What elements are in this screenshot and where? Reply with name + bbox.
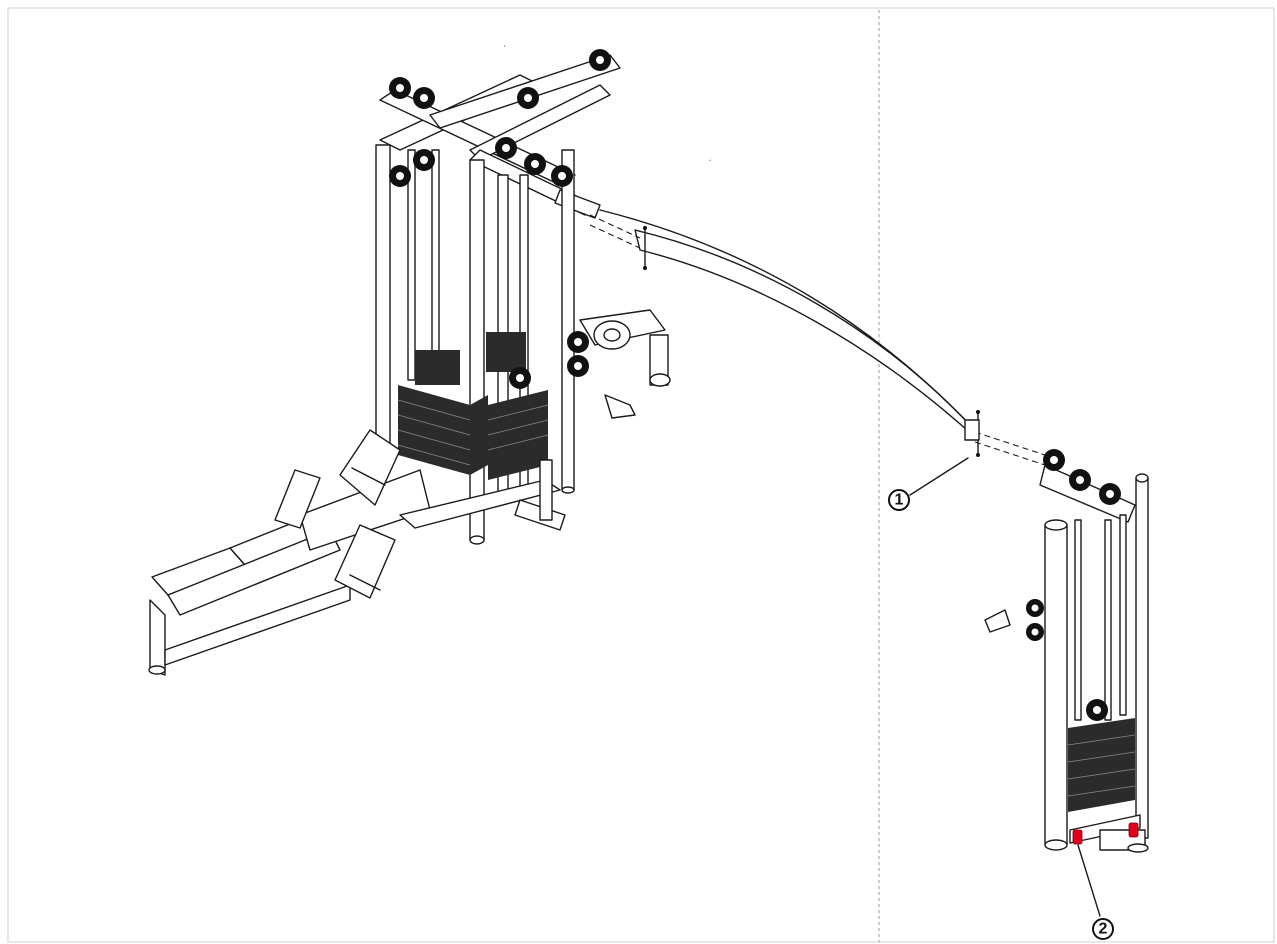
page-border <box>7 7 1275 943</box>
side-weight-stack <box>1067 718 1136 812</box>
bench <box>148 469 431 676</box>
callout-1: 1 <box>888 457 969 511</box>
callout-1-label: 1 <box>895 492 904 509</box>
weight-stack-left <box>397 350 488 475</box>
main-station <box>148 44 860 676</box>
connecting-beam <box>589 209 1046 466</box>
beam-pins <box>736 316 860 377</box>
leg-extension-seat <box>579 309 671 387</box>
callout-2: 2 <box>1077 844 1114 940</box>
floor-anchor-bolts <box>1072 822 1139 845</box>
side-tower <box>984 449 1149 853</box>
top-pulleys <box>389 49 611 187</box>
foot-plates <box>274 429 401 599</box>
base-rails <box>399 459 566 531</box>
callout-2-label: 2 <box>1099 921 1108 938</box>
weight-stack-right <box>486 332 549 480</box>
